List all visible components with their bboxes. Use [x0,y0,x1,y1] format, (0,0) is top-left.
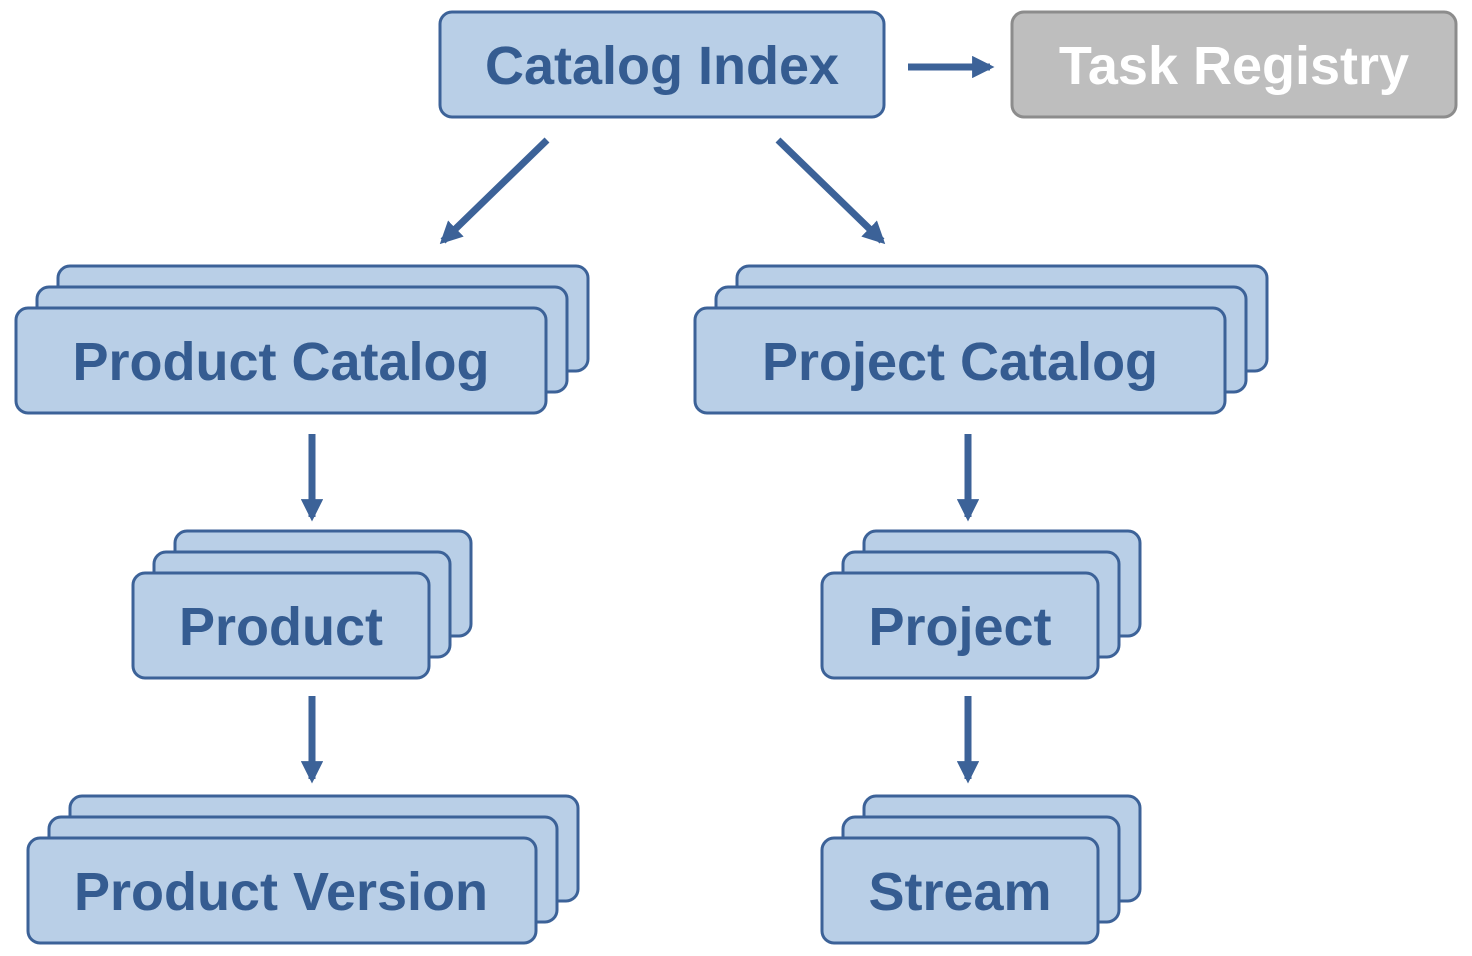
task-registry-label: Task Registry [1059,36,1409,96]
catalog-index-node: Catalog Index [438,10,886,119]
product-label: Product [179,597,383,657]
project-catalog-label: Project Catalog [762,332,1158,392]
product-node: Product [131,529,473,680]
catalog-index-label: Catalog Index [485,36,839,96]
arrow-catalog-index-to-product-catalog [439,137,550,245]
project-node: Project [820,529,1142,680]
task-registry-node: Task Registry [1010,10,1458,119]
product-version-node: Product Version [26,794,580,945]
arrow-catalog-index-to-project-catalog [775,137,886,245]
product-version-label: Product Version [74,862,488,922]
project-catalog-node: Project Catalog [693,264,1269,415]
stream-node: Stream [820,794,1142,945]
stream-label: Stream [868,862,1051,922]
product-catalog-label: Product Catalog [72,332,489,392]
project-label: Project [868,597,1051,657]
product-catalog-node: Product Catalog [14,264,590,415]
